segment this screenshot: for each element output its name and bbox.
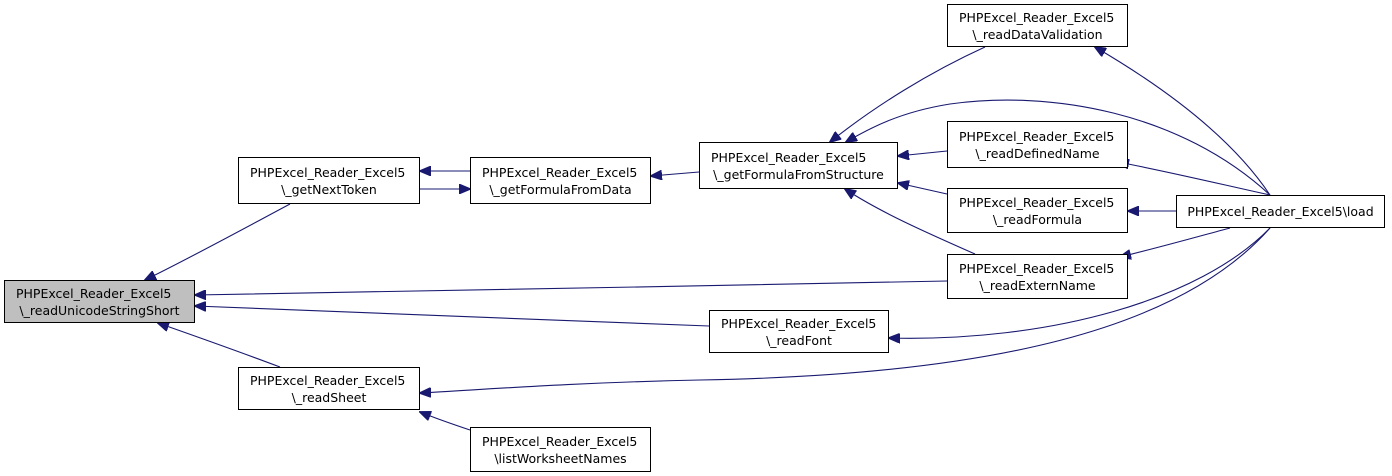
edge-readFont-to-readUnicodeStringShort — [195, 306, 710, 327]
edge-load-to-readDataValidation — [1095, 47, 1271, 196]
node-label-line2: \_readSheet — [291, 389, 367, 405]
node-label-line2: \_readDefinedName — [975, 145, 1100, 161]
node-label-line1: PHPExcel_Reader_Excel5 — [959, 260, 1115, 276]
node-label-line2: \listWorksheetNames — [494, 450, 627, 466]
node-label-line1: PHPExcel_Reader_Excel5 — [959, 194, 1115, 210]
node-label-line1: PHPExcel_Reader_Excel5 — [959, 128, 1115, 144]
node-readDataValidation[interactable]: PHPExcel_Reader_Excel5\_readDataValidati… — [947, 4, 1128, 47]
node-label-line1: PHPExcel_Reader_Excel5 — [482, 164, 638, 180]
node-label-line2: \_readUnicodeStringShort — [19, 302, 180, 318]
edge-load-to-readExternName — [1120, 227, 1231, 257]
node-getFormulaFromData[interactable]: PHPExcel_Reader_Excel5\_getFormulaFromDa… — [470, 157, 651, 204]
node-label-line2: \_getFormulaFromData — [489, 181, 632, 197]
node-label-line1: PHPExcel_Reader_Excel5 — [711, 149, 867, 165]
node-label-line1: PHPExcel_Reader_Excel5 — [250, 372, 406, 388]
edge-load-to-readDefinedName — [1118, 162, 1271, 196]
node-label-line2: \_getNextToken — [281, 181, 377, 197]
node-label-line1: PHPExcel_Reader_Excel5\load — [1187, 204, 1374, 219]
edge-getFormulaFromStructure-to-getFormulaFromData — [651, 172, 700, 176]
edge-load-to-readSheet — [420, 227, 1271, 393]
node-label-line1: PHPExcel_Reader_Excel5 — [959, 9, 1115, 25]
edge-readDefinedName-to-getFormulaFromStructure — [898, 151, 948, 156]
node-label-line2: \_getFormulaFromStructure — [713, 166, 884, 182]
node-readExternName[interactable]: PHPExcel_Reader_Excel5\_readExternName — [947, 254, 1128, 299]
node-getNextToken[interactable]: PHPExcel_Reader_Excel5\_getNextToken — [238, 157, 420, 204]
node-label-line1: PHPExcel_Reader_Excel5 — [16, 285, 172, 301]
node-label-line1: PHPExcel_Reader_Excel5 — [721, 315, 877, 331]
edge-listWorksheetNames-to-readSheet — [420, 412, 471, 431]
node-getFormulaFromStructure[interactable]: PHPExcel_Reader_Excel5\_getFormulaFromSt… — [699, 142, 898, 189]
node-readUnicodeStringShort[interactable]: PHPExcel_Reader_Excel5\_readUnicodeStrin… — [4, 280, 195, 323]
node-label-line1: PHPExcel_Reader_Excel5 — [250, 164, 406, 180]
node-readFormula[interactable]: PHPExcel_Reader_Excel5\_readFormula — [947, 188, 1128, 233]
node-listWorksheetNames[interactable]: PHPExcel_Reader_Excel5\listWorksheetName… — [470, 427, 651, 472]
edge-readSheet-to-readUnicodeStringShort — [158, 323, 281, 368]
node-readDefinedName[interactable]: PHPExcel_Reader_Excel5\_readDefinedName — [947, 121, 1128, 168]
node-readFont[interactable]: PHPExcel_Reader_Excel5\_readFont — [709, 310, 889, 353]
edge-load-to-getFormulaFromStructure — [846, 99, 1271, 196]
node-readSheet[interactable]: PHPExcel_Reader_Excel5\_readSheet — [238, 367, 420, 410]
edge-readFormula-to-getFormulaFromStructure — [898, 183, 948, 195]
node-label-line2: \_readFormula — [992, 211, 1083, 227]
node-label-line2: \_readExternName — [979, 277, 1096, 293]
node-label-line2: \_readFont — [766, 332, 832, 348]
edge-readExternName-to-readUnicodeStringShort — [195, 280, 948, 295]
node-label-line1: PHPExcel_Reader_Excel5 — [482, 433, 638, 449]
node-label-line2: \_readDataValidation — [972, 26, 1103, 42]
edge-readDataValidation-to-getFormulaFromStructure — [830, 46, 986, 142]
node-load[interactable]: PHPExcel_Reader_Excel5\load — [1176, 195, 1385, 228]
edge-readExternName-to-getFormulaFromStructure — [845, 189, 976, 255]
edge-load-to-readFont — [889, 227, 1271, 338]
edge-getNextToken-to-readUnicodeStringShort — [145, 203, 291, 280]
